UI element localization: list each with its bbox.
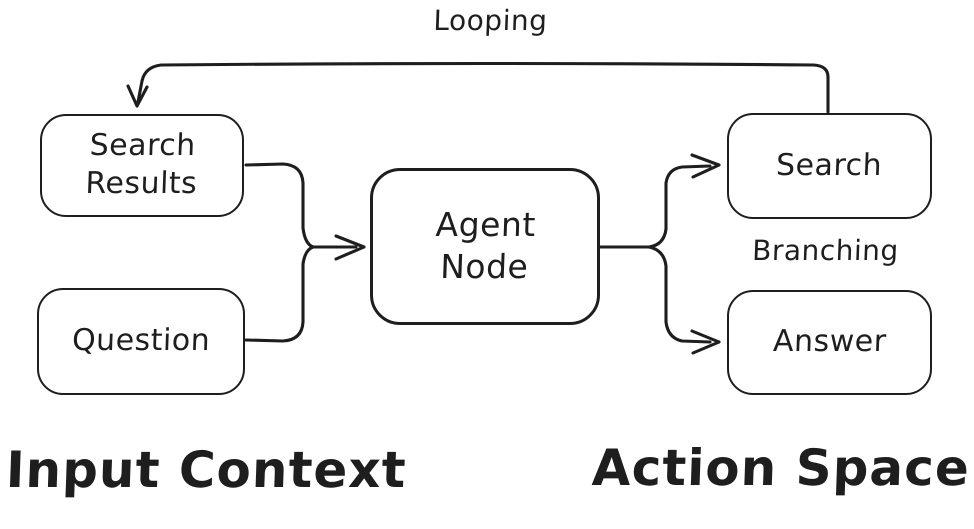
edge-question-to-agent	[244, 245, 315, 343]
action-space-caption: Action Space	[590, 439, 971, 497]
edge-search-to-search-results	[136, 61, 830, 114]
node-agent-node: Agent Node	[370, 168, 600, 325]
node-answer: Answer	[727, 290, 932, 395]
arrowhead-into-agent-icon	[334, 234, 366, 261]
arrowhead-loop-icon	[126, 84, 149, 108]
edge-agent-to-search	[599, 164, 712, 249]
node-question: Question	[37, 288, 245, 395]
node-search-label: Search	[775, 147, 884, 183]
node-question-label: Question	[71, 323, 211, 359]
node-answer-label: Answer	[772, 324, 887, 360]
looping-label: Looping	[432, 4, 549, 37]
edge-search-results-to-agent	[244, 162, 315, 249]
branching-label: Branching	[751, 234, 900, 267]
arrowhead-into-search-icon	[690, 153, 721, 179]
arrowhead-into-answer-icon	[690, 329, 721, 355]
node-search: Search	[727, 113, 932, 219]
node-search-results-label: Search Results	[84, 128, 198, 202]
edge-agent-to-answer	[599, 245, 712, 344]
node-search-results: Search Results	[40, 114, 244, 217]
input-context-caption: Input Context	[4, 441, 408, 499]
node-agent-node-label: Agent Node	[434, 205, 537, 287]
